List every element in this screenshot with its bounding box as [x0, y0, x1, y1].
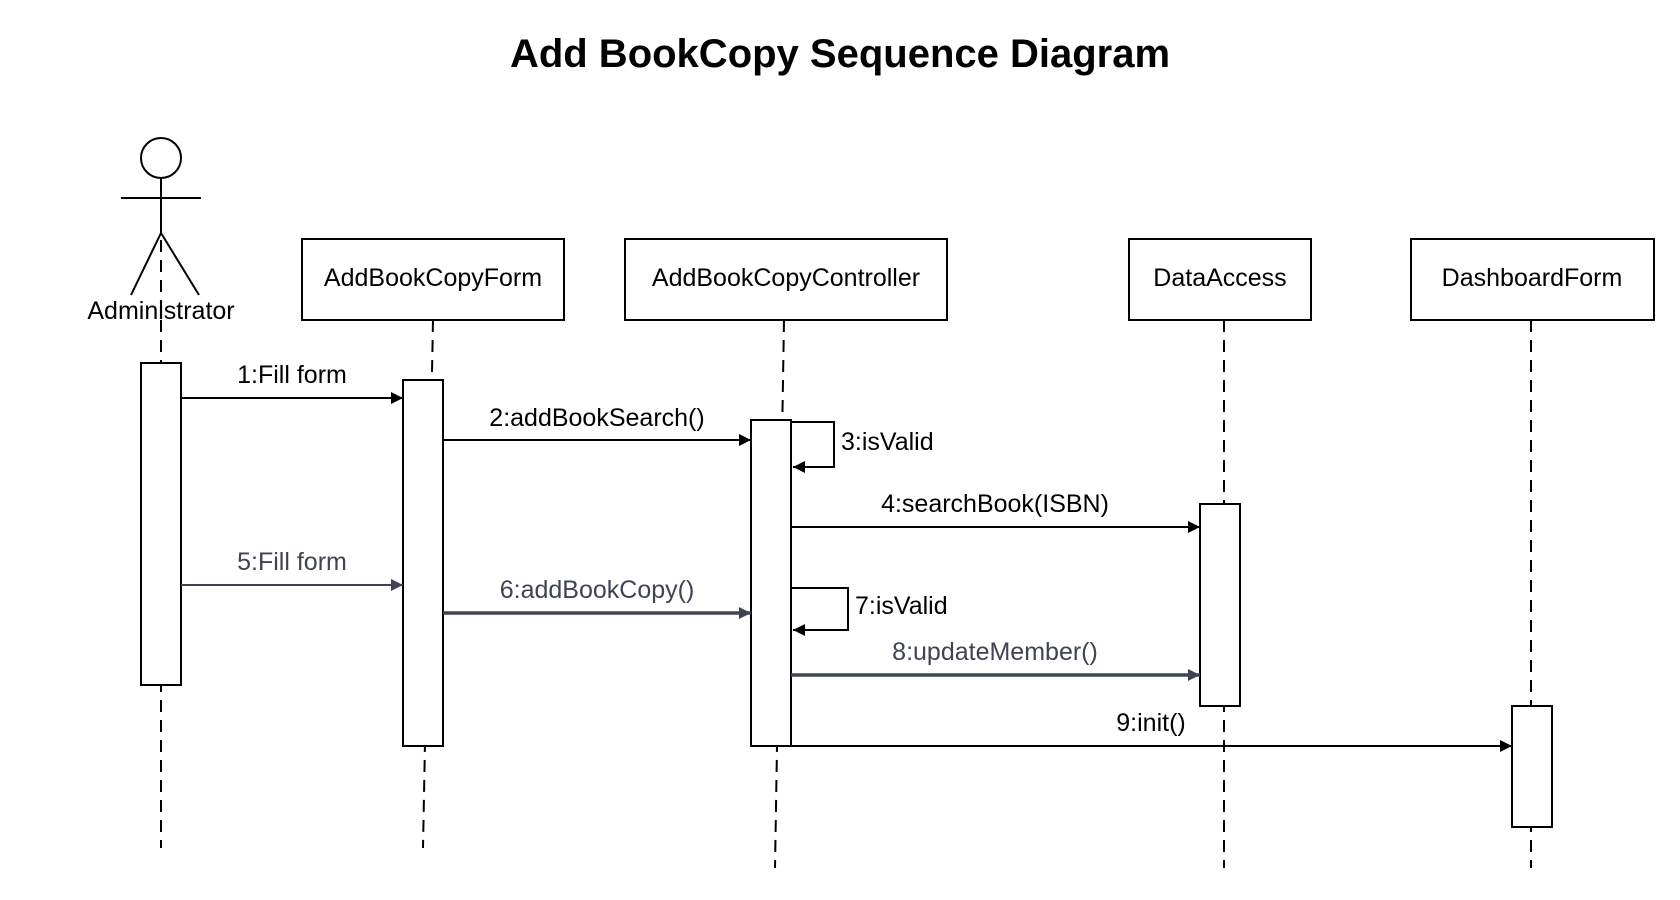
- activation-dataaccess: [1199, 503, 1241, 707]
- actor-head: [140, 137, 182, 179]
- message-label: 6:addBookCopy(): [500, 576, 695, 604]
- participant-label: AddBookCopyController: [652, 264, 920, 292]
- message-label: 4:searchBook(ISBN): [881, 490, 1109, 518]
- message-label: 7:isValid: [855, 592, 948, 620]
- message-label: 8:updateMember(): [892, 638, 1098, 666]
- activation-addbookcopycontroller: [750, 419, 792, 747]
- message-3: 3:isValid: [791, 421, 934, 473]
- message-2: 2:addBookSearch(): [443, 404, 751, 446]
- actor-name: Administrator: [87, 297, 234, 325]
- participant-dashboardform: DashboardForm: [1410, 238, 1655, 321]
- message-7: 7:isValid: [791, 587, 948, 636]
- participant-label: DashboardForm: [1442, 264, 1623, 292]
- participant-label: DataAccess: [1153, 264, 1286, 292]
- lifeline-addbookcopycontroller: [774, 319, 785, 869]
- message-5: 5:Fill form: [181, 548, 403, 591]
- activation-addbookcopyform: [402, 379, 444, 747]
- message-label: 9:init(): [1116, 709, 1185, 737]
- message-arrow: [791, 587, 849, 636]
- participant-addbookcopyform: AddBookCopyForm: [301, 238, 565, 321]
- participant-addbookcopycontroller: AddBookCopyController: [624, 238, 948, 321]
- actor-left-leg: [130, 232, 162, 296]
- message-arrow: [791, 421, 835, 473]
- participant-dataaccess: DataAccess: [1128, 238, 1312, 321]
- message-label: 5:Fill form: [237, 548, 347, 576]
- participant-label: AddBookCopyForm: [324, 264, 542, 292]
- diagram-title: Add BookCopy Sequence Diagram: [509, 32, 1171, 76]
- message-4: 4:searchBook(ISBN): [791, 490, 1200, 533]
- activation-administrator: [140, 362, 182, 686]
- message-6: 6:addBookCopy(): [443, 576, 751, 619]
- actor-right-leg: [160, 232, 200, 296]
- message-label: 2:addBookSearch(): [489, 404, 704, 432]
- message-label: 3:isValid: [841, 428, 934, 456]
- message-label: 1:Fill form: [237, 361, 347, 389]
- message-9: 9:init(): [791, 709, 1512, 752]
- message-8: 8:updateMember(): [791, 638, 1200, 681]
- message-1: 1:Fill form: [181, 361, 403, 404]
- actor-administrator: [121, 137, 201, 296]
- activation-dashboardform: [1511, 705, 1553, 828]
